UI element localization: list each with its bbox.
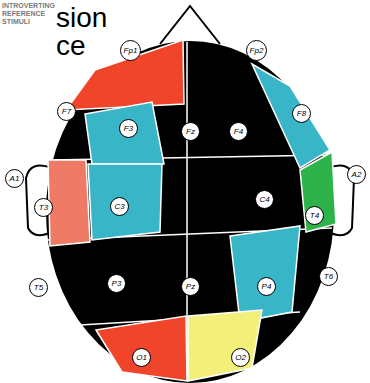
electrode-circle: Fz [181, 122, 200, 141]
electrode-label: C3 [114, 203, 124, 211]
electrode-circle: C4 [255, 190, 274, 209]
electrode-label: P3 [112, 280, 122, 288]
electrode-circle: F4 [229, 122, 248, 141]
electrode-label: A2 [352, 171, 362, 179]
region-t4 [300, 152, 336, 232]
region-c3 [88, 164, 162, 240]
electrode-circle: F8 [292, 104, 311, 123]
electrode-circle: Fp1 [120, 40, 141, 61]
electrode-circle: P3 [107, 274, 126, 293]
region-o1 [96, 316, 187, 381]
region-p4 [230, 226, 300, 322]
slide-text: ce [56, 32, 86, 60]
electrode-circle: T5 [29, 278, 48, 297]
electrode-label: T3 [39, 204, 48, 212]
electrode-circle: A2 [347, 165, 366, 184]
electrode-label: Fp2 [250, 47, 264, 55]
slide-text: sion [56, 4, 107, 32]
electrode-circle: T6 [319, 267, 338, 286]
electrode-label: F8 [297, 110, 306, 118]
electrode-label: Fz [186, 128, 195, 136]
electrode-label: F4 [234, 128, 243, 136]
electrode-circle: A1 [5, 169, 24, 188]
region-o2 [188, 310, 262, 381]
electrode-circle: T3 [34, 198, 53, 217]
electrode-circle: Fp2 [246, 40, 267, 61]
electrode-circle: T4 [305, 206, 324, 225]
electrode-label: A1 [10, 175, 20, 183]
electrode-circle: O2 [231, 348, 250, 367]
electrode-circle: P4 [257, 277, 276, 296]
electrode-circle: F7 [57, 102, 76, 121]
electrode-label: O2 [235, 354, 246, 362]
electrode-label: Pz [186, 283, 195, 291]
region-f8 [252, 64, 330, 168]
logo-text: INTROVERTING REFERENCE STIMULI [2, 2, 60, 26]
electrode-label: O1 [136, 354, 147, 362]
electrode-circle: Pz [181, 277, 200, 296]
electrode-label: P4 [262, 283, 272, 291]
electrode-label: C4 [259, 196, 269, 204]
electrode-label: T6 [324, 273, 333, 281]
electrode-label: F7 [62, 108, 71, 116]
electrode-circle: C3 [110, 197, 129, 216]
nose-outline [160, 6, 220, 44]
region-f3 [85, 102, 164, 164]
region-t3 [48, 160, 90, 246]
electrode-label: T4 [310, 212, 319, 220]
electrode-label: F3 [124, 125, 133, 133]
electrode-circle: F3 [119, 119, 138, 138]
electrode-circle: O1 [132, 348, 151, 367]
electrode-label: T5 [34, 284, 43, 292]
electrode-label: Fp1 [124, 47, 138, 55]
